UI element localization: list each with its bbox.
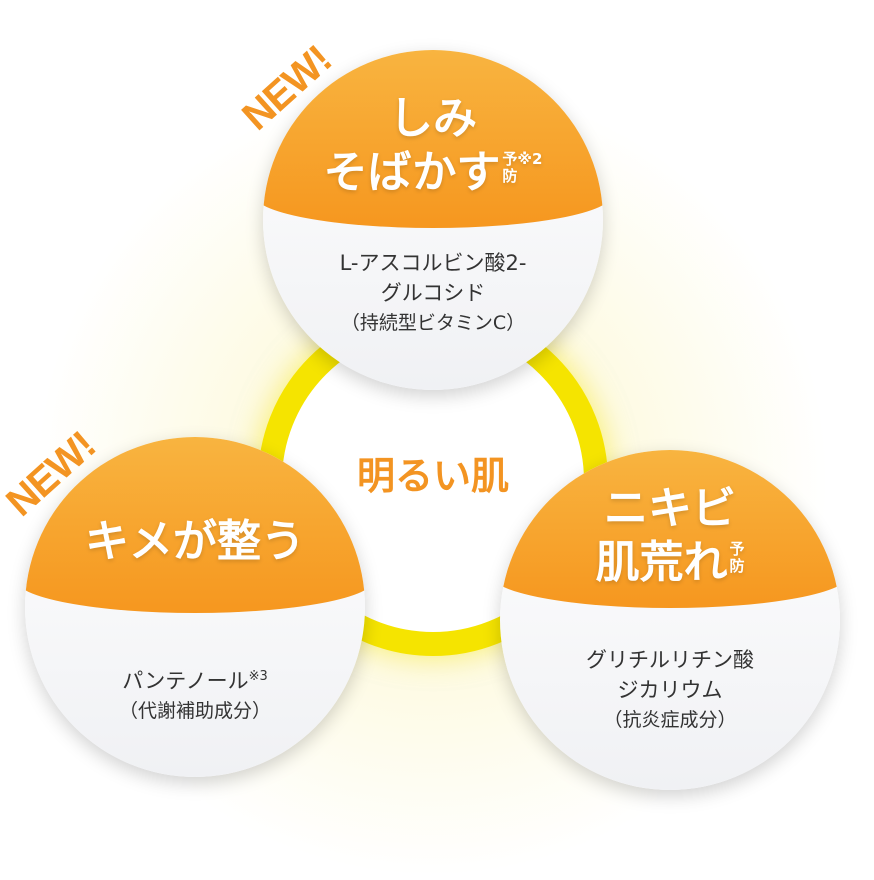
sup-bottom: 防 (729, 557, 745, 575)
circle-texture: キメが整う パンテノール※3 （代謝補助成分） (25, 437, 365, 777)
ingredient-note: （抗炎症成分） (603, 709, 737, 731)
ingredient-line1: パンテノール (122, 669, 249, 693)
title-line1: ニキビ (604, 483, 736, 534)
title-line1: しみ (389, 93, 477, 144)
sup-top: 予 (729, 540, 745, 558)
center-label: 明るい肌 (356, 454, 509, 498)
sup-bottom: 防 (502, 167, 518, 185)
ingredient-line2: グルコシド (380, 281, 486, 305)
ingredient-line1: グリチルリチン酸 (586, 648, 754, 672)
ingredient-line1: L-アスコルビン酸2- (339, 251, 527, 275)
ingredient-line2: ジカリウム (617, 678, 723, 702)
title-line1: キメが整う (85, 516, 305, 567)
circle-acne: ニキビ 肌荒れ予防 グリチルリチン酸 ジカリウム （抗炎症成分） (500, 450, 840, 790)
ingredient-note: （持続型ビタミンC） (340, 312, 526, 334)
sup-top: 予※2 (502, 150, 543, 168)
ingredient-note: （代謝補助成分） (118, 700, 271, 722)
ingredient-sup: ※3 (248, 669, 268, 684)
title-line2: 肌荒れ (595, 537, 728, 588)
title-line2: そばかす (323, 147, 501, 198)
